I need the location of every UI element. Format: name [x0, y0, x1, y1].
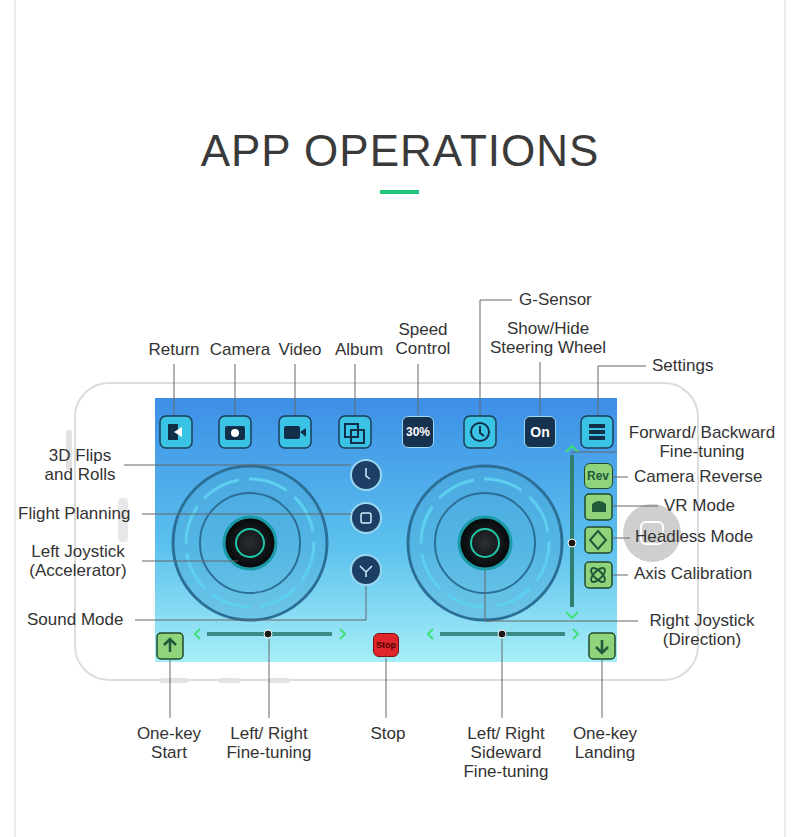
app-button: On: [524, 416, 556, 448]
callout-label: Axis Calibration: [634, 564, 784, 583]
callout-label: One-key Start: [132, 724, 207, 762]
callout-label: One-key Landing: [565, 724, 645, 762]
callout-label: Speed Control: [388, 320, 458, 358]
callout-label: Camera: [205, 340, 275, 359]
callout-label: Sound Mode: [27, 610, 147, 629]
callout-label: Flight Planning: [18, 504, 148, 523]
callout-label: VR Mode: [664, 496, 774, 515]
callout-label: Settings: [652, 356, 752, 375]
button-text: Rev: [587, 469, 609, 483]
callout-label: Video: [270, 340, 330, 359]
callout-label: Return: [139, 340, 209, 359]
button-text: On: [530, 424, 549, 440]
callout-label: Camera Reverse: [634, 467, 784, 486]
callout-label: Left/ Right Sideward Fine-tuning: [456, 724, 556, 781]
callout-label: Left Joystick (Accelerator): [18, 542, 138, 580]
callout-label: Album: [329, 340, 389, 359]
app-button: Rev: [584, 463, 613, 489]
button-text: 30%: [406, 425, 430, 439]
callout-label: Right Joystick (Direction): [640, 611, 765, 649]
callout-label: Forward/ Backward Fine-tuning: [621, 423, 783, 461]
callout-label: G-Sensor: [519, 290, 619, 309]
callout-label: Show/Hide Steering Wheel: [486, 319, 611, 357]
app-button: 30%: [402, 416, 434, 448]
page-title: APP OPERATIONS: [0, 126, 800, 176]
callout-label: Stop: [358, 724, 418, 743]
callout-label: Left/ Right Fine-tuning: [219, 724, 319, 762]
callout-label: 3D Flips and Rolls: [40, 446, 120, 484]
callout-label: Headless Mode: [635, 527, 785, 546]
button-text: Stop: [376, 640, 396, 650]
app-button: Stop: [373, 633, 399, 657]
